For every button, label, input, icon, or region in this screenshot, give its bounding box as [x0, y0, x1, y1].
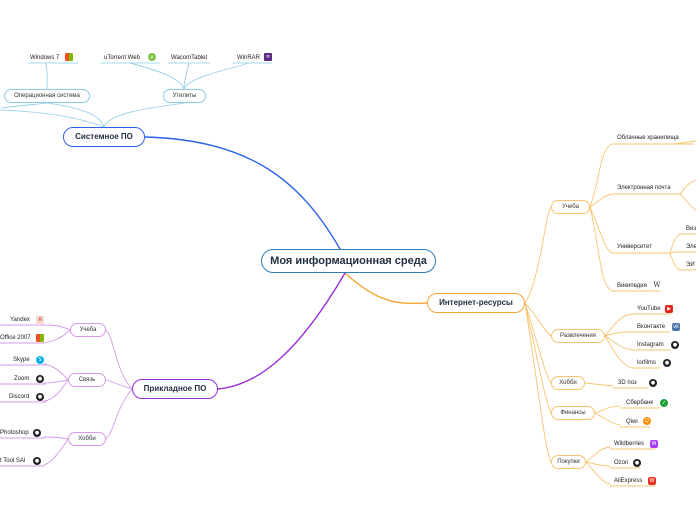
github-icon: ● [633, 459, 641, 467]
link-os-windows [44, 62, 48, 90]
github-icon: ● [671, 341, 679, 349]
item-windows7[interactable]: Windows 7 [30, 55, 60, 61]
topic-applied-software[interactable]: Прикладное ПО [132, 379, 218, 399]
link-system-utils [103, 102, 185, 128]
subtopic-internet-study[interactable]: Учеба [551, 200, 590, 214]
windows-logo-icon [65, 53, 73, 61]
item-university[interactable]: Университет [617, 244, 652, 250]
link-os-offscreen [1, 102, 48, 109]
item-cloud-storage[interactable]: Облачные хранилища [617, 135, 679, 141]
item-office[interactable]: Office 2007 [0, 335, 31, 341]
root-topic[interactable]: Моя информационная среда [261, 249, 436, 273]
link-system-os [46, 102, 105, 128]
utorrent-icon: µ [148, 53, 156, 61]
office-icon [36, 334, 44, 342]
wikipedia-icon: W [653, 281, 661, 289]
item-utorrent[interactable]: uTorrent Web [104, 55, 140, 61]
item-wildberries[interactable]: Wildberries [614, 441, 645, 447]
github-icon: ● [649, 379, 657, 387]
topic-system-software[interactable]: Системное ПО [63, 127, 145, 147]
sberbank-icon: ✓ [660, 399, 668, 407]
subtopic-apps-study[interactable]: Учеба [70, 323, 106, 337]
item-qiwi[interactable]: Qiwi [626, 419, 638, 425]
subtopic-entertainment[interactable]: Развлечения [551, 329, 605, 343]
item-wacom[interactable]: WacomTablet [171, 55, 208, 61]
github-icon: ● [33, 429, 41, 437]
yandex-icon: Я [36, 316, 44, 324]
skype-icon: S [36, 356, 44, 364]
link-root-apps [217, 272, 346, 390]
item-wikipedia[interactable]: Википедия [617, 283, 647, 289]
topic-internet-resources[interactable]: Интернет-ресурсы [427, 293, 525, 313]
item-yandex[interactable]: Yandex [10, 317, 30, 323]
item-lorfilms[interactable]: lorfilms [637, 360, 656, 366]
subtopic-finance[interactable]: Финансы [551, 406, 595, 420]
github-icon: ● [36, 375, 44, 383]
link-utils-winrar [183, 62, 249, 90]
subtopic-shopping[interactable]: Покупки [551, 455, 586, 469]
link-utils-wacom [183, 62, 189, 90]
link-internet-study [524, 206, 552, 304]
wildberries-icon: W [650, 440, 658, 448]
item-vkontakte[interactable]: Вконтакте [637, 324, 666, 330]
item-email[interactable]: Электронная почта [617, 185, 671, 191]
subtopic-internet-hobby[interactable]: Хобби [551, 376, 585, 390]
item-aliexpress[interactable]: AliExpress [614, 478, 643, 484]
link-system-offscreen [0, 109, 105, 128]
item-skype[interactable]: Skype [13, 357, 30, 363]
subtopic-os[interactable]: Операционная система [4, 89, 90, 103]
item-university-3[interactable]: ЭИ [686, 262, 695, 268]
link-root-system [144, 136, 341, 250]
github-icon: ● [663, 359, 671, 367]
item-3d-poses[interactable]: 3D поз [618, 380, 637, 386]
item-youtube[interactable]: YouTube [637, 306, 661, 312]
item-discord[interactable]: Discord [9, 394, 30, 400]
item-instagram[interactable]: Instagram [637, 342, 664, 348]
item-zoom[interactable]: Zoom [14, 376, 30, 382]
item-university-2[interactable]: Эле [686, 244, 696, 250]
youtube-icon: ▶ [665, 305, 673, 313]
item-photoshop[interactable]: Photoshop [0, 430, 29, 436]
subtopic-utilities[interactable]: Утилиты [163, 89, 206, 103]
item-winrar[interactable]: WinRAR [237, 55, 261, 61]
github-icon: ● [33, 457, 41, 465]
vk-icon: vk [672, 323, 680, 331]
item-university-1[interactable]: Виз [686, 226, 696, 232]
link-utils-utorrent [129, 62, 185, 90]
winrar-icon: ≡ [264, 53, 272, 61]
aliexpress-icon: W [648, 477, 656, 485]
subtopic-communication[interactable]: Связь [68, 373, 106, 387]
item-ozon[interactable]: Ozon [614, 460, 629, 466]
qiwi-icon: Q [643, 417, 651, 425]
github-icon: ● [36, 393, 44, 401]
item-sberbank[interactable]: Сбербанк [626, 400, 653, 406]
link-root-internet [344, 272, 428, 305]
item-paint-tool-sai[interactable]: t Tool SAI [0, 458, 26, 464]
subtopic-apps-hobby[interactable]: Хобби [68, 432, 106, 446]
